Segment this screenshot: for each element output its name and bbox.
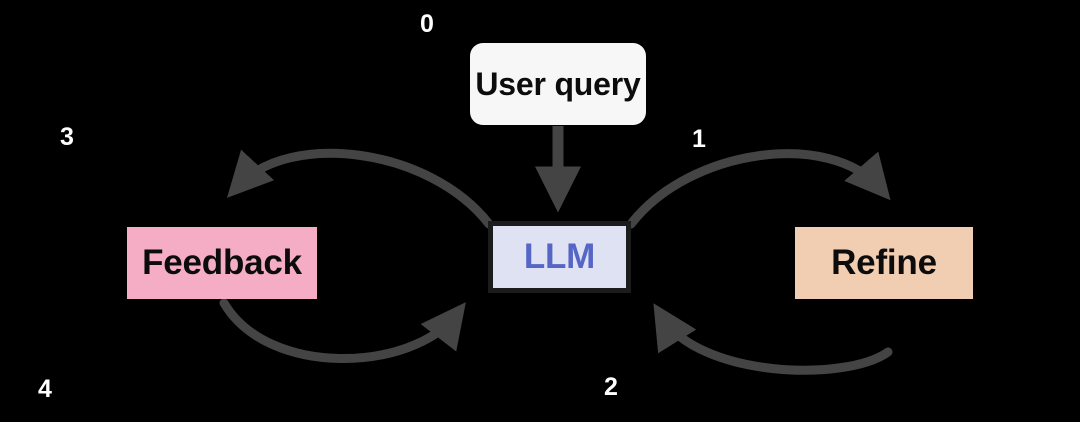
step-label-2: 2 — [604, 373, 618, 401]
node-llm-label: LLM — [523, 237, 596, 276]
step-label-4: 4 — [38, 375, 52, 403]
edge-llm-to-feedback — [226, 148, 494, 229]
edge-refine-to-llm — [653, 303, 893, 375]
step-label-0: 0 — [420, 10, 434, 38]
edge-llm-to-refine — [626, 149, 891, 229]
step-label-3: 3 — [60, 123, 74, 151]
node-user-query[interactable]: User query — [470, 43, 646, 125]
node-refine-label: Refine — [831, 243, 937, 282]
node-user-query-label: User query — [475, 65, 641, 102]
edge-feedback-to-llm — [219, 298, 466, 363]
node-feedback[interactable]: Feedback — [127, 227, 317, 299]
node-llm[interactable]: LLM — [488, 221, 631, 293]
node-feedback-label: Feedback — [142, 243, 302, 282]
node-refine[interactable]: Refine — [795, 227, 973, 299]
step-label-1: 1 — [692, 125, 706, 153]
